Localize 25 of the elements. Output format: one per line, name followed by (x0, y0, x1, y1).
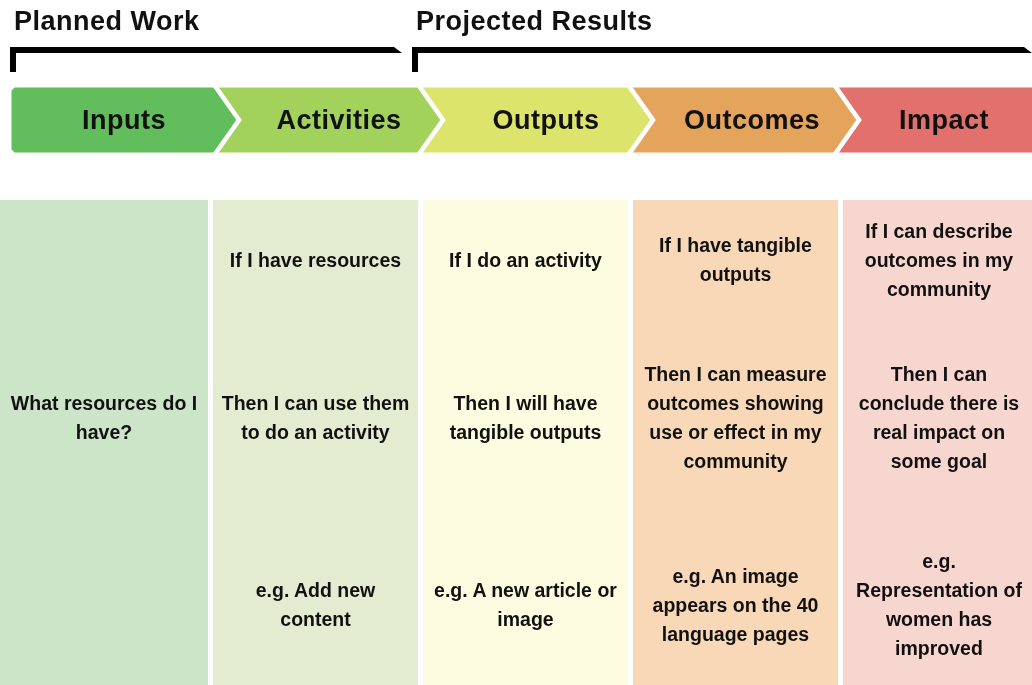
column-text: e.g. Add new content (254, 578, 377, 632)
column-text: Then I can use them to do an activity (220, 391, 411, 445)
column-panel (423, 200, 628, 685)
column-text: What resources do I have? (9, 391, 199, 445)
column-text: e.g. Representation of women has improved (855, 549, 1023, 661)
section-heading: Projected Results (416, 6, 653, 37)
column-text: e.g. A new article or image (433, 578, 618, 632)
condition-text: If I have resources (228, 247, 403, 273)
condition-text: If I do an activity (448, 247, 603, 273)
column-text: e.g. An image appears on the 40 language pages (651, 563, 820, 647)
section-heading: Planned Work (14, 6, 200, 37)
column-panel (213, 200, 418, 685)
condition-text: If I have tangible outputs (658, 233, 813, 287)
column-text: Then I will have tangible outputs (448, 391, 603, 445)
stage-title: Activities (276, 104, 402, 136)
stage-title: Outcomes (683, 104, 820, 136)
column-text: Then I can conclude there is real impact on some goal (857, 362, 1021, 474)
column-text: Then I can measure outcomes showing use or effect in my community (643, 362, 828, 474)
stage-title: Inputs (82, 104, 166, 136)
column-panel (633, 200, 838, 685)
stage-title: Impact (899, 104, 989, 136)
stage-title: Outputs (492, 104, 600, 136)
column-panel (0, 200, 208, 685)
column-panel (843, 200, 1032, 685)
condition-text: If I can describe outcomes in my community (863, 218, 1015, 302)
